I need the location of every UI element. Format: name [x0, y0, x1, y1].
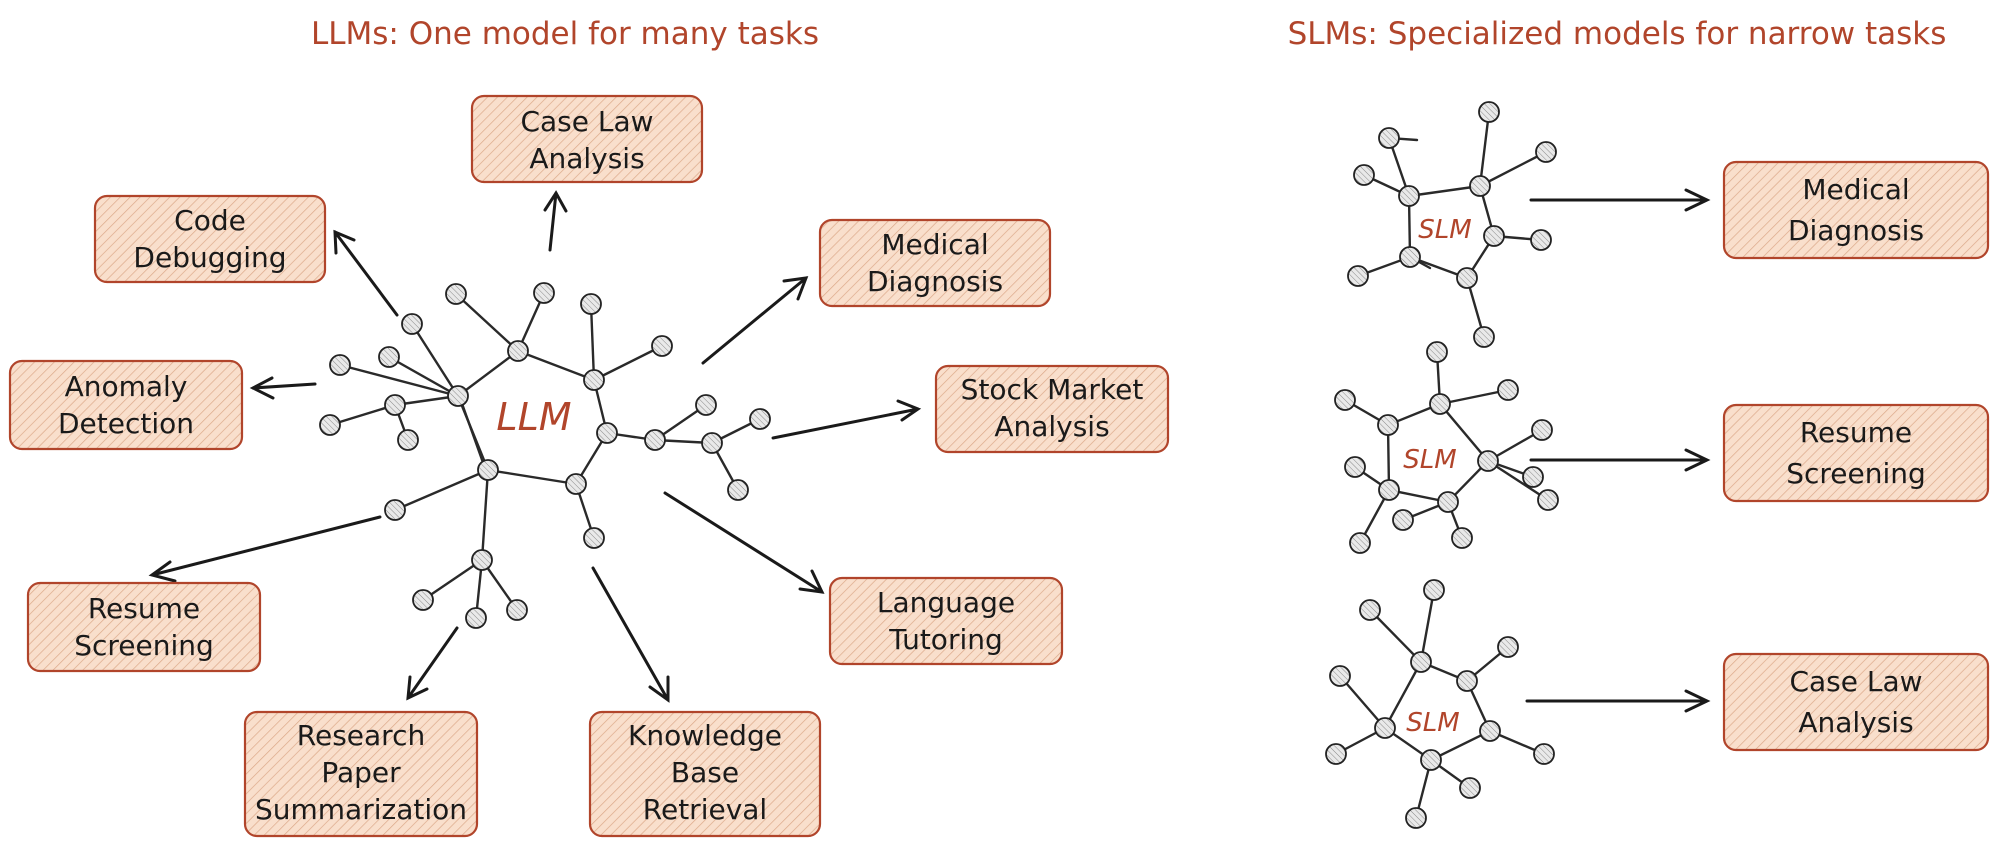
slm-label: SLM [1403, 445, 1456, 475]
box-label-line: Medical [881, 228, 988, 261]
llm-task-knowledge-base-retrieval: Knowledge Base Retrieval [588, 710, 822, 838]
box-label-line: Language [877, 586, 1015, 619]
llm-task-medical-diagnosis: Medical Diagnosis [818, 218, 1052, 308]
slm-network-1: SLM [1347, 101, 1557, 348]
slm-label: SLM [1418, 215, 1471, 245]
slm-arrows [1525, 188, 1711, 713]
slm-label: SLM [1406, 708, 1459, 738]
slm-network-2: SLM [1334, 341, 1559, 554]
llm-task-language-tutoring: Language Tutoring [828, 576, 1064, 666]
llm-network: LLM [319, 282, 771, 629]
llm-arrows [148, 190, 922, 703]
box-label-line: Base [671, 756, 739, 789]
box-label-line: Detection [58, 407, 194, 440]
box-label-line: Resume [88, 592, 200, 625]
box-label-line: Diagnosis [1788, 214, 1924, 247]
llm-task-anomaly-detection: Anomaly Detection [8, 359, 244, 451]
box-label-line: Medical [1802, 173, 1909, 206]
llm-label: LLM [496, 395, 571, 439]
box-label-line: Diagnosis [867, 265, 1003, 298]
slm-network-3: SLM [1325, 579, 1555, 829]
box-label-line: Debugging [133, 241, 286, 274]
box-label-line: Summarization [255, 793, 467, 826]
llm-task-stock-market-analysis: Stock Market Analysis [934, 364, 1170, 454]
box-label-line: Tutoring [888, 623, 1003, 656]
box-label-line: Analysis [1798, 706, 1913, 739]
box-label-line: Screening [74, 629, 214, 662]
box-label-line: Code [174, 204, 246, 237]
box-label-line: Screening [1786, 457, 1926, 490]
box-label-line: Research [297, 719, 425, 752]
box-label-line: Case Law [1789, 665, 1922, 698]
box-label-line: Analysis [529, 142, 644, 175]
box-label-line: Retrieval [643, 793, 767, 826]
slm-task-case-law-analysis: Case Law Analysis [1722, 652, 1990, 752]
slm-task-medical-diagnosis: Medical Diagnosis [1722, 160, 1990, 260]
box-label-line: Anomaly [65, 370, 188, 403]
llm-task-resume-screening: Resume Screening [26, 581, 262, 673]
box-label-line: Stock Market [961, 373, 1144, 406]
box-label-line: Analysis [994, 410, 1109, 443]
slm-section-title: SLMs: Specialized models for narrow task… [1288, 16, 1947, 52]
llm-task-code-debugging: Code Debugging [93, 194, 327, 284]
box-label-line: Case Law [520, 105, 653, 138]
llm-task-case-law-analysis: Case Law Analysis [470, 94, 704, 184]
slm-task-resume-screening: Resume Screening [1722, 403, 1990, 503]
box-label-line: Resume [1800, 416, 1912, 449]
llm-task-research-paper-summarization: Research Paper Summarization [243, 710, 479, 838]
box-label-line: Knowledge [628, 719, 782, 752]
box-label-line: Paper [321, 756, 401, 789]
llm-section-title: LLMs: One model for many tasks [311, 16, 819, 52]
